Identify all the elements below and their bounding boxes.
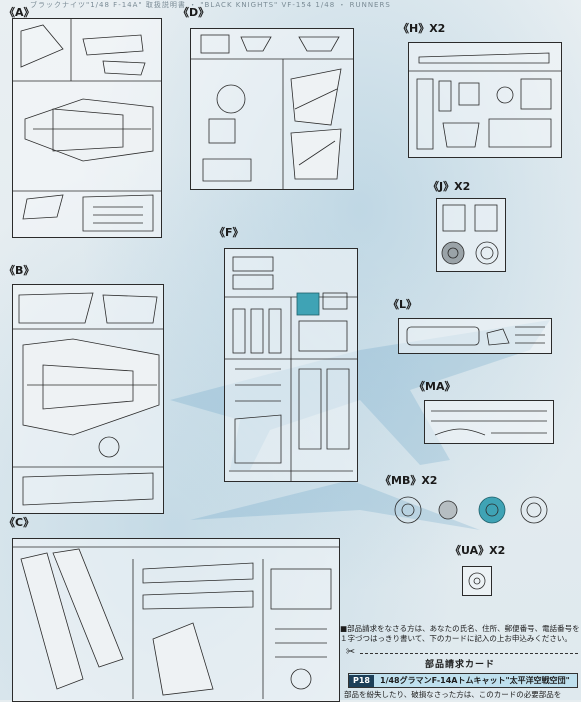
sprue-c (12, 538, 340, 702)
parts-card-bottom-text: 部品を紛失したり、破損なさった方は、このカードの必要部品を (344, 690, 562, 699)
sprue-mb-parts (394, 496, 548, 524)
sprue-ma (424, 400, 554, 444)
parts-request-card: ■部品請求をなさる方は、あなたの氏名、住所、郵便番号、電話番号を１字づつはっきり… (340, 624, 580, 700)
section-label-j: 《J》X2 (428, 180, 471, 193)
product-bar: P18 1/48グラマンF-14Aトムキャット"太平洋空戦空団" (348, 673, 578, 688)
sprue-ua (462, 566, 492, 596)
section-label-l: 《L》 (388, 298, 418, 311)
sprue-b-parts (13, 292, 163, 506)
scissors-icon: ✂ (346, 645, 356, 658)
section-label-ua: 《UA》X2 (450, 544, 506, 557)
header-strip: ブラックナイツ"1/48 F-14A" 取扱説明書 ・ "BLACK KNIGH… (30, 1, 391, 9)
section-label-b: 《B》 (4, 264, 35, 277)
sprue-l (398, 318, 552, 354)
sprue-d-parts (191, 34, 353, 189)
product-name: 1/48グラマンF-14Aトムキャット"太平洋空戦空団" (380, 675, 570, 685)
sprue-mb (390, 492, 554, 528)
section-label-h: 《H》X2 (398, 22, 446, 35)
section-label-f: 《F》 (214, 226, 244, 239)
cut-line (360, 653, 578, 654)
sprue-j-parts (441, 204, 499, 265)
sprue-a-parts (13, 19, 161, 232)
sprue-f (224, 248, 358, 482)
sprue-d (190, 28, 354, 190)
sprue-l-parts (406, 326, 545, 346)
sprue-j (436, 198, 506, 272)
product-code-badge: P18 (349, 674, 374, 687)
section-label-d: 《D》 (178, 6, 210, 19)
sprue-h (408, 42, 562, 158)
sprue-b (12, 284, 164, 514)
parts-card-title: 部品請求カード (424, 660, 495, 670)
sprue-c-parts (13, 546, 339, 699)
section-label-a: 《A》 (4, 6, 35, 19)
sprue-a (12, 18, 162, 238)
sprue-f-parts (225, 256, 357, 481)
section-label-mb: 《MB》X2 (380, 474, 438, 487)
parts-request-note: ■部品請求をなさる方は、あなたの氏名、住所、郵便番号、電話番号を１字づつはっきり… (340, 624, 580, 643)
section-label-c: 《C》 (4, 516, 35, 529)
section-label-ma: 《MA》 (414, 380, 456, 393)
sprue-ua-parts (468, 572, 486, 590)
sprue-h-parts (409, 52, 561, 150)
sprue-ma-parts (431, 410, 547, 436)
